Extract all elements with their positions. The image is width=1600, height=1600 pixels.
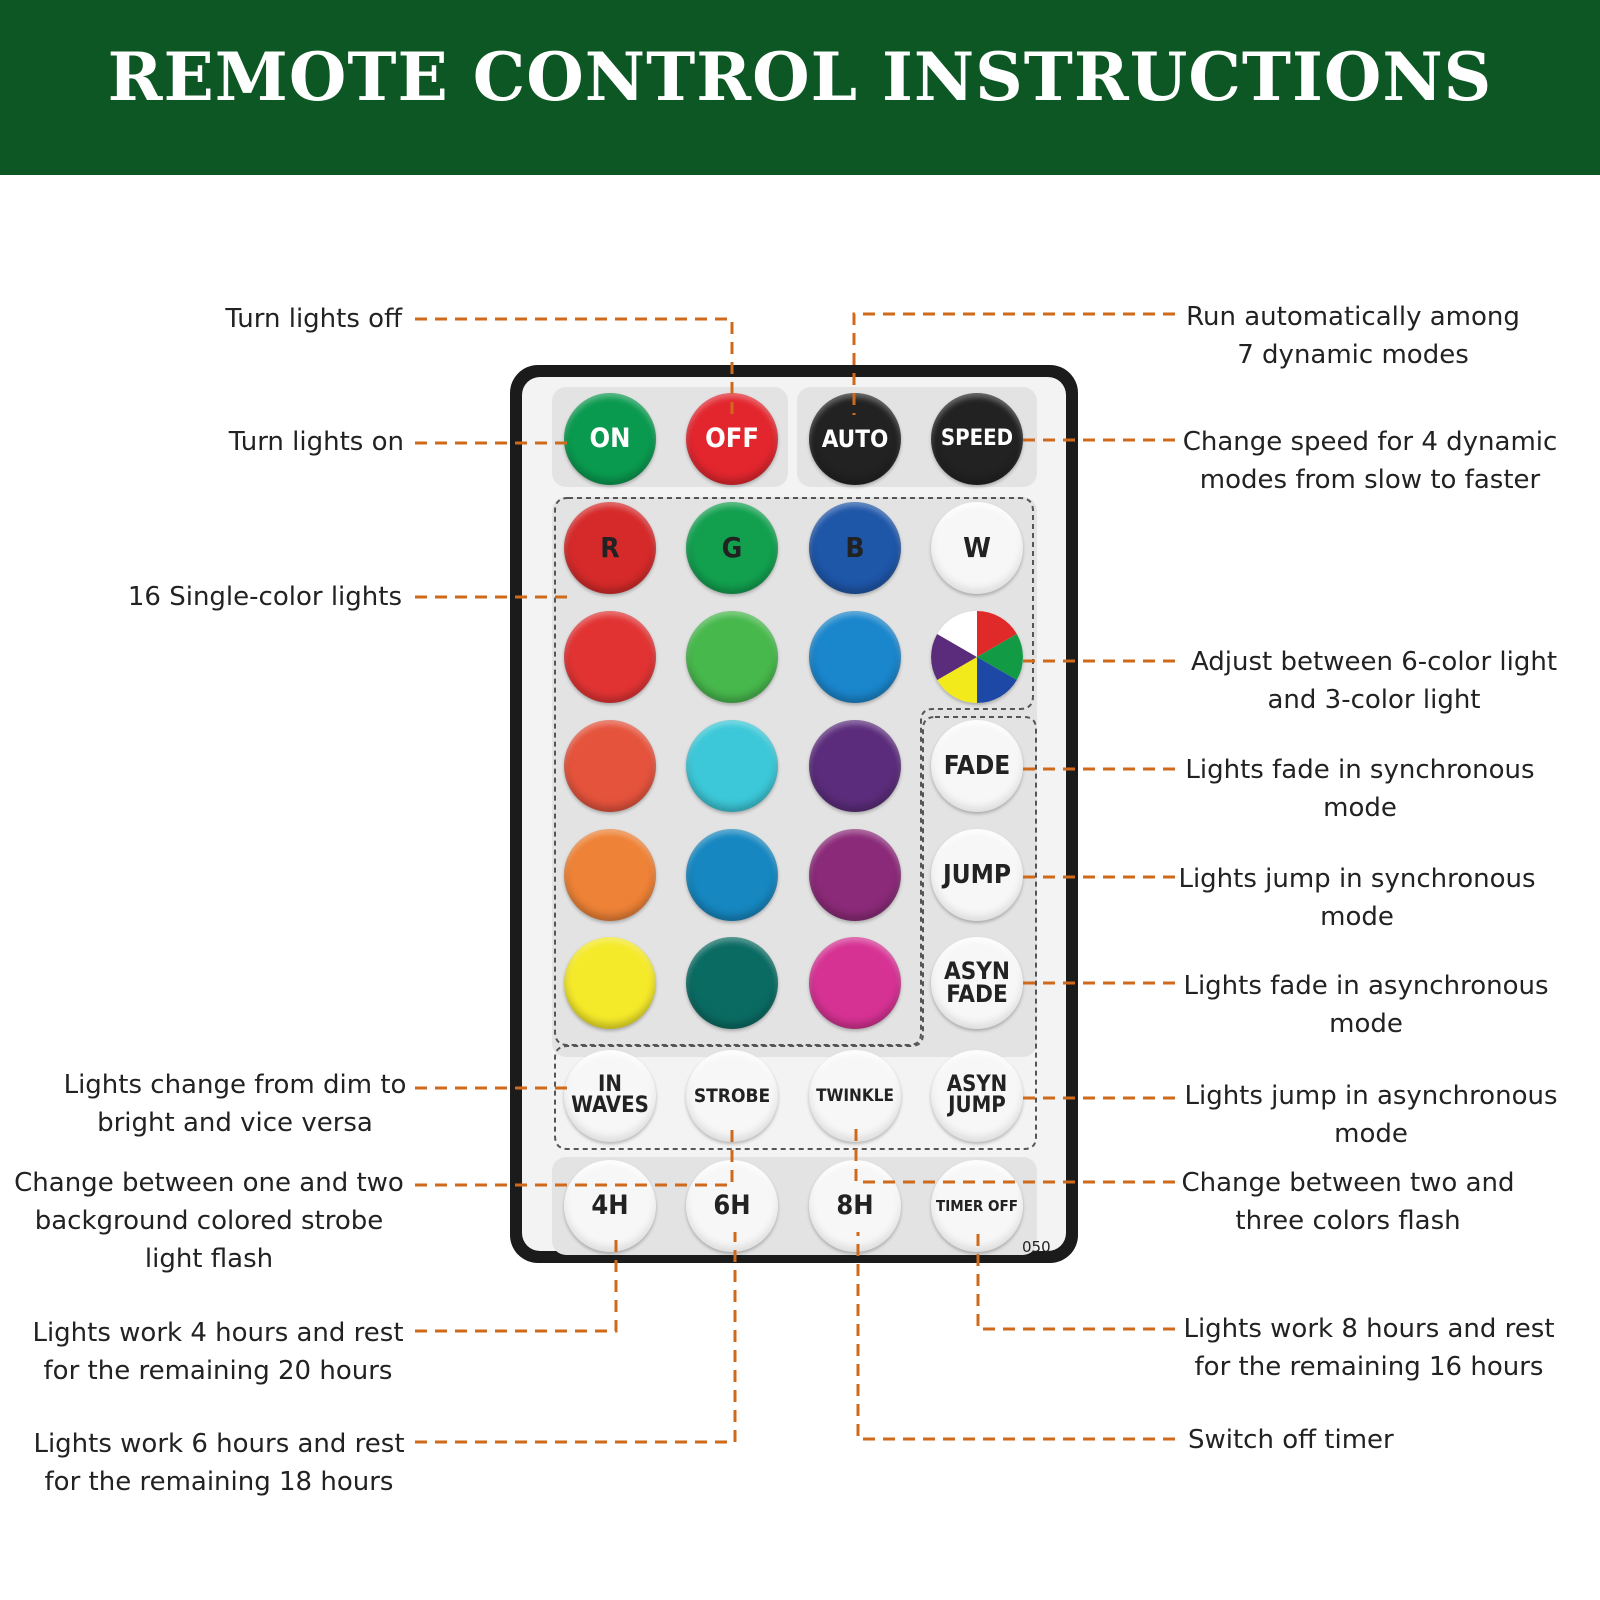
auto-button[interactable]: AUTO <box>809 393 901 485</box>
label-fade: Lights fade in synchronous mode <box>1185 755 1535 823</box>
timer-4h-button[interactable]: 4H <box>564 1160 656 1252</box>
label-asyn-jump: Lights jump in asynchronous mode <box>1184 1081 1558 1149</box>
six-color-wheel-icon <box>931 611 1023 703</box>
color-button[interactable] <box>809 829 901 921</box>
page-title: REMOTE CONTROL INSTRUCTIONS <box>107 38 1493 116</box>
color-button[interactable] <box>686 937 778 1029</box>
color-button[interactable] <box>564 611 656 703</box>
label-timer-8h: Lights work 8 hours and rest for the rem… <box>1183 1314 1555 1382</box>
label-asyn-fade: Lights fade in asynchronous mode <box>1183 971 1549 1039</box>
color-button[interactable] <box>686 720 778 812</box>
color-button[interactable] <box>686 611 778 703</box>
label-twinkle: Change between two and three colors flas… <box>1181 1168 1515 1236</box>
blue-button[interactable]: B <box>809 502 901 594</box>
asyn-fade-button[interactable]: ASYN FADE <box>931 937 1023 1029</box>
white-button[interactable]: W <box>931 502 1023 594</box>
label-color-wheel: Adjust between 6-color light and 3-color… <box>1190 647 1558 715</box>
color-button[interactable] <box>564 829 656 921</box>
color-button[interactable] <box>686 829 778 921</box>
label-timer-off: Switch off timer <box>1188 1425 1394 1455</box>
asyn-jump-button[interactable]: ASYN JUMP <box>931 1050 1023 1142</box>
title-banner: REMOTE CONTROL INSTRUCTIONS <box>0 0 1600 175</box>
label-single-color: 16 Single-color lights <box>127 582 402 612</box>
speed-button[interactable]: SPEED <box>931 393 1023 485</box>
color-wheel-button[interactable] <box>931 611 1023 703</box>
label-strobe: Change between one and two background co… <box>14 1168 404 1274</box>
color-button[interactable] <box>809 720 901 812</box>
fade-button[interactable]: FADE <box>931 720 1023 812</box>
label-timer-4h: Lights work 4 hours and rest for the rem… <box>32 1318 404 1386</box>
label-turn-on: Turn lights on <box>228 427 404 457</box>
jump-button[interactable]: JUMP <box>931 829 1023 921</box>
model-code: 050 <box>1022 1238 1051 1256</box>
label-jump: Lights jump in synchronous mode <box>1178 864 1536 932</box>
label-speed: Change speed for 4 dynamic modes from sl… <box>1182 427 1558 495</box>
color-button[interactable] <box>564 720 656 812</box>
label-auto: Run automatically among 7 dynamic modes <box>1186 302 1520 370</box>
in-waves-button[interactable]: IN WAVES <box>564 1050 656 1142</box>
on-button[interactable]: ON <box>564 393 656 485</box>
green-button[interactable]: G <box>686 502 778 594</box>
label-in-waves: Lights change from dim to bright and vic… <box>63 1070 407 1138</box>
label-turn-off: Turn lights off <box>225 304 402 334</box>
label-timer-6h: Lights work 6 hours and rest for the rem… <box>33 1429 405 1497</box>
color-button[interactable] <box>564 937 656 1029</box>
strobe-button[interactable]: STROBE <box>686 1050 778 1142</box>
color-button[interactable] <box>809 611 901 703</box>
twinkle-button[interactable]: TWINKLE <box>809 1050 901 1142</box>
color-button[interactable] <box>809 937 901 1029</box>
red-button[interactable]: R <box>564 502 656 594</box>
